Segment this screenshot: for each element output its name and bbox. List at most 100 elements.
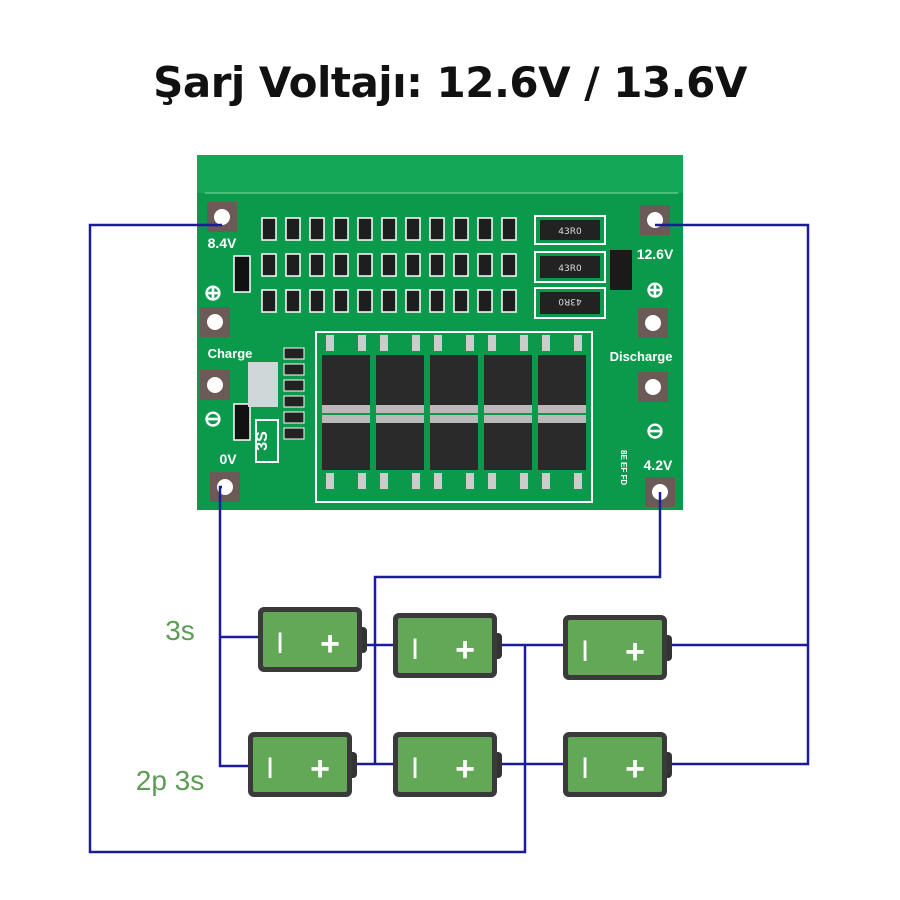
smd-component [283, 379, 305, 392]
battery-cell: I+ [563, 732, 672, 797]
minus-icon: ⊖ [204, 406, 222, 431]
wire-4.2v [373, 492, 662, 764]
smd-component [283, 395, 305, 408]
config-label-2p3s: 2p 3s [136, 765, 205, 796]
smd-component [429, 217, 445, 241]
smd-component [405, 289, 421, 313]
battery-cell: I+ [393, 613, 502, 678]
smd-component [333, 253, 349, 277]
minus-icon: ⊖ [646, 418, 664, 443]
smd-component [381, 253, 397, 277]
battery-cell: I+ [563, 615, 672, 680]
smd-component [501, 217, 517, 241]
smd-component [285, 253, 301, 277]
mosfet [538, 335, 586, 413]
mosfet [322, 415, 370, 489]
smd-component [477, 217, 493, 241]
smd-component [501, 253, 517, 277]
smd-component [283, 411, 305, 424]
battery-plus-icon: + [310, 750, 330, 788]
smd-component [453, 253, 469, 277]
battery-cells: I+I+I+I+I+I+ [248, 607, 672, 797]
pad-label-0v: 0V [219, 451, 237, 467]
smd-component [429, 289, 445, 313]
smd-component [453, 289, 469, 313]
battery-minus-icon: I [581, 635, 589, 668]
smd-component [453, 217, 469, 241]
smd-component [283, 363, 305, 376]
battery-minus-icon: I [276, 627, 284, 660]
page-title: Şarj Voltajı: 12.6V / 13.6V [153, 58, 747, 107]
wire-8.4v [88, 223, 527, 854]
smd-component [309, 217, 325, 241]
resistor-code: 43R0 [558, 227, 582, 237]
smd-component [233, 403, 251, 441]
mosfet [484, 415, 532, 489]
discharge-label: Discharge [610, 349, 673, 364]
mosfet [430, 415, 478, 489]
wire-12.6v [655, 223, 810, 766]
smd-component [283, 427, 305, 440]
smd-component [261, 217, 277, 241]
solder-pad [638, 372, 668, 402]
control-components [233, 217, 517, 441]
battery-plus-icon: + [625, 633, 645, 671]
cell-count-marking: 3S [254, 431, 271, 451]
solder-pad [200, 307, 230, 337]
smd-component [283, 347, 305, 360]
battery-cell: I+ [258, 607, 367, 672]
mosfet-array [322, 335, 586, 489]
side-marking: 8E EF FD [619, 450, 628, 485]
smd-component [285, 289, 301, 313]
shunt-resistors: 43R0 43R0 43R0 [534, 215, 632, 319]
smd-component [309, 253, 325, 277]
smd-component [285, 217, 301, 241]
mosfet [376, 415, 424, 489]
smd-component [477, 289, 493, 313]
wire-0v [218, 485, 248, 768]
mosfet [430, 335, 478, 413]
solder-pad [640, 205, 670, 235]
battery-plus-icon: + [320, 625, 340, 663]
smd-component [357, 289, 373, 313]
solder-pad [200, 370, 230, 400]
solder-pad [638, 308, 668, 338]
resistor-code: 43R0 [558, 296, 582, 306]
smd-component [357, 253, 373, 277]
smd-component [501, 289, 517, 313]
mosfet [376, 335, 424, 413]
wires [88, 223, 810, 854]
config-label-3s: 3s [165, 615, 195, 646]
smd-component [405, 217, 421, 241]
battery-minus-icon: I [411, 633, 419, 666]
resistor-code: 43R0 [558, 264, 582, 274]
battery-minus-icon: I [581, 752, 589, 785]
smd-component [381, 289, 397, 313]
battery-minus-icon: I [411, 752, 419, 785]
smd-component [261, 289, 277, 313]
pad-label-12.6v: 12.6V [637, 246, 674, 262]
smd-component [233, 255, 251, 293]
battery-plus-icon: + [625, 750, 645, 788]
battery-cell: I+ [393, 732, 502, 797]
solder-pad [210, 472, 240, 502]
pad-label-8.4v: 8.4V [208, 235, 237, 251]
pad-label-4.2v: 4.2V [644, 457, 673, 473]
plus-icon: ⊕ [204, 280, 222, 305]
smd-component [477, 253, 493, 277]
mosfet [484, 335, 532, 413]
smd-component [357, 217, 373, 241]
smd-component [261, 253, 277, 277]
plus-icon: ⊕ [646, 277, 664, 302]
bms-board: 43R0 43R0 43R0 3S 8E EF FD 8.4V 12.6V 0V… [197, 155, 683, 510]
mosfet [322, 335, 370, 413]
smd-component [333, 289, 349, 313]
solder-pad [207, 202, 237, 232]
smd-component [309, 289, 325, 313]
battery-minus-icon: I [266, 752, 274, 785]
mosfet [538, 415, 586, 489]
smd-component [381, 217, 397, 241]
smd-component [333, 217, 349, 241]
battery-plus-icon: + [455, 750, 475, 788]
